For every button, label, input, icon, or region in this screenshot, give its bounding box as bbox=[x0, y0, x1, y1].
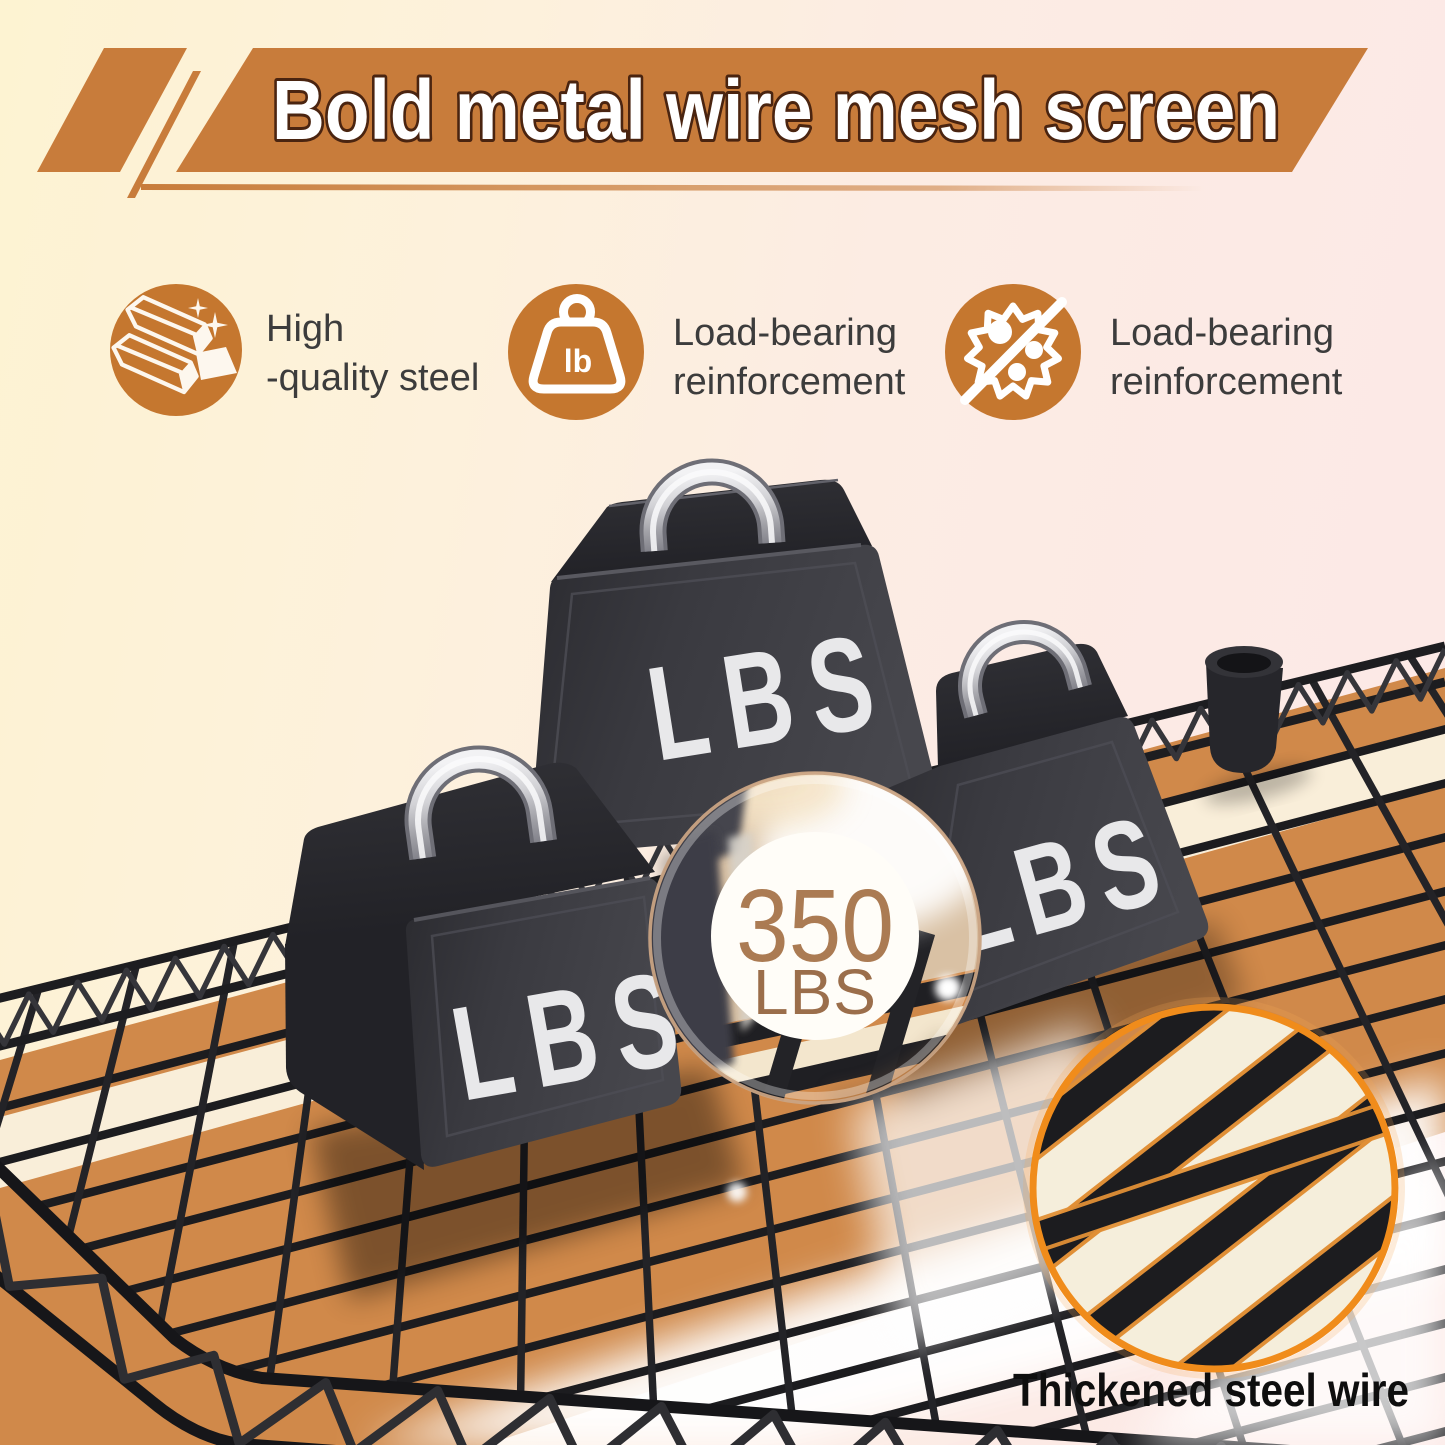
svg-text:-quality steel: -quality steel bbox=[266, 357, 479, 399]
svg-text:Thickened steel wire: Thickened steel wire bbox=[1013, 1364, 1409, 1416]
svg-text:Load-bearing: Load-bearing bbox=[1110, 312, 1334, 354]
svg-text:350: 350 bbox=[736, 867, 894, 983]
svg-text:LBS: LBS bbox=[753, 956, 877, 1028]
svg-text:reinforcement: reinforcement bbox=[1110, 361, 1343, 403]
svg-text:Load-bearing: Load-bearing bbox=[673, 312, 897, 354]
svg-text:lb: lb bbox=[564, 343, 592, 379]
svg-text:LBS: LBS bbox=[638, 603, 901, 790]
svg-text:reinforcement: reinforcement bbox=[673, 361, 906, 403]
svg-text:High: High bbox=[266, 308, 344, 350]
svg-text:Bold metal wire mesh screen: Bold metal wire mesh screen bbox=[272, 63, 1280, 157]
